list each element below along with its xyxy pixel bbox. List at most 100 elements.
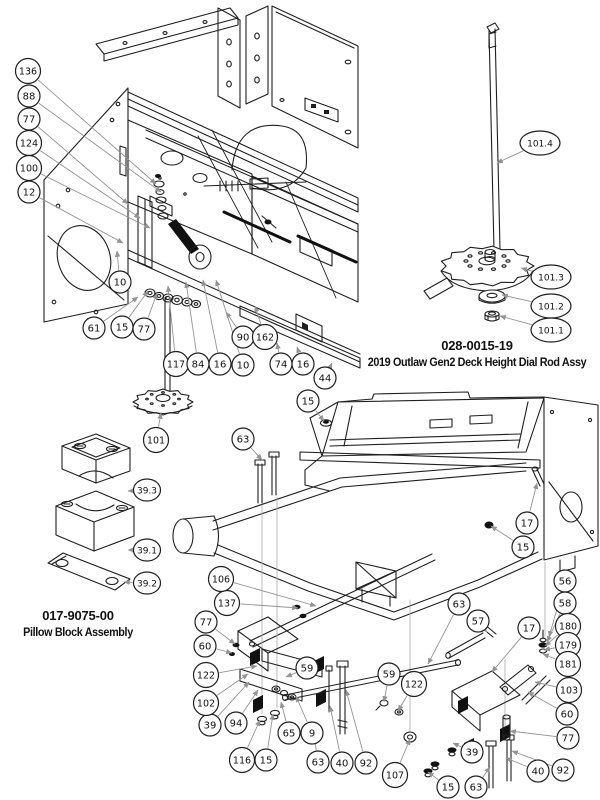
callout-label: 122 (405, 679, 423, 690)
callout-label: 39.2 (137, 579, 157, 589)
leader-line (496, 150, 524, 164)
callout-label: 102 (197, 698, 215, 709)
callout-16 (291, 352, 315, 376)
callout-39.1 (132, 538, 162, 562)
callout-15 (436, 775, 460, 799)
callout-122 (192, 661, 220, 689)
callout-label: 122 (197, 670, 215, 681)
leader-lines (37, 79, 563, 781)
callout-9 (300, 721, 324, 745)
pillow-block-part-number: 017-9075-00 (42, 608, 114, 623)
callout-label: 136 (19, 66, 37, 77)
callout-40 (330, 751, 354, 775)
leader-line (452, 742, 462, 748)
leader-line (242, 689, 259, 714)
callout-label: 77 (23, 114, 36, 125)
leader-line (247, 719, 261, 748)
pillow-block-caption: 017-9075-00 Pillow Block Assembly (0, 607, 158, 640)
leader-line (542, 653, 556, 660)
callout-label: 10 (114, 277, 127, 288)
callout-label: 124 (20, 138, 38, 149)
leader-line (296, 346, 302, 354)
leader-line (184, 281, 197, 353)
callout-label: 15 (260, 755, 273, 766)
callout-label: 101 (147, 435, 165, 446)
dial-rod-part-number: 028-0015-19 (441, 338, 513, 353)
dial-rod-drawing (423, 22, 535, 322)
callout-label: 63 (453, 599, 466, 610)
callout-44 (313, 366, 337, 390)
callout-label: 61 (88, 323, 101, 334)
leader-line (295, 695, 308, 723)
leader-line (482, 766, 491, 778)
callout-label: 101.3 (538, 273, 564, 283)
leader-line (399, 738, 411, 763)
callout-88 (17, 84, 41, 108)
callout-12 (17, 180, 41, 204)
callout-label: 15 (116, 322, 129, 333)
leader-line (529, 482, 539, 512)
callout-label: 40 (336, 758, 349, 769)
callout-77 (556, 726, 580, 750)
callout-10 (231, 353, 255, 377)
callout-label: 162 (256, 332, 274, 343)
leader-line (505, 757, 528, 767)
leader-line (254, 305, 262, 325)
leader-line (219, 664, 258, 674)
lower-frame-assembly-drawing (172, 391, 599, 789)
leader-line (37, 79, 157, 185)
callout-101 (142, 426, 170, 454)
callout-17 (515, 511, 539, 535)
leader-line (217, 681, 250, 717)
callout-label: 40 (532, 766, 545, 777)
leader-line (233, 582, 317, 607)
callout-136 (14, 57, 42, 85)
leader-line (157, 412, 163, 427)
callout-65 (277, 721, 301, 745)
callout-label: 16 (214, 359, 227, 370)
leader-line (509, 729, 557, 738)
callout-59 (377, 662, 401, 686)
callout-77 (194, 610, 218, 634)
leader-line (250, 447, 263, 461)
leader-line (40, 173, 151, 229)
callout-39.2 (132, 571, 162, 595)
callout-63 (231, 427, 255, 451)
callout-label: 77 (200, 617, 213, 628)
callout-label: 92 (557, 765, 570, 776)
callout-label: 116 (233, 755, 251, 766)
callout-60 (555, 702, 579, 726)
callout-label: 60 (561, 709, 574, 720)
callout-15 (254, 748, 278, 772)
callout-77 (132, 317, 156, 341)
leader-line (427, 614, 454, 665)
leader-line (240, 603, 299, 611)
leader-line (147, 292, 158, 318)
callout-label: 117 (167, 359, 185, 370)
leader-line (534, 680, 557, 688)
callout-label: 65 (283, 728, 296, 739)
leader-line (128, 290, 149, 318)
callout-label: 10 (237, 360, 250, 371)
callout-label: 39 (204, 720, 217, 731)
callout-59 (295, 656, 319, 680)
callout-101.3 (530, 264, 572, 290)
upper-frame-assembly-drawing (43, 5, 361, 416)
leader-line (275, 342, 281, 353)
leader-line (225, 311, 237, 328)
callout-label: 60 (199, 641, 212, 652)
callout-label: 74 (275, 359, 288, 370)
leader-line (201, 279, 219, 353)
leader-line (216, 648, 233, 655)
callout-label: 15 (517, 542, 530, 553)
leader-line (397, 695, 408, 712)
dial-rod-title: 2019 Outlaw Gen2 Deck Height Dial Rod As… (367, 355, 587, 369)
callout-15 (296, 389, 320, 413)
callout-label: 92 (360, 758, 373, 769)
leader-line (544, 634, 559, 647)
callout-label: 39 (466, 747, 479, 758)
callout-label: 63 (470, 782, 483, 793)
leader-line (499, 314, 532, 326)
leader-line (285, 672, 297, 678)
